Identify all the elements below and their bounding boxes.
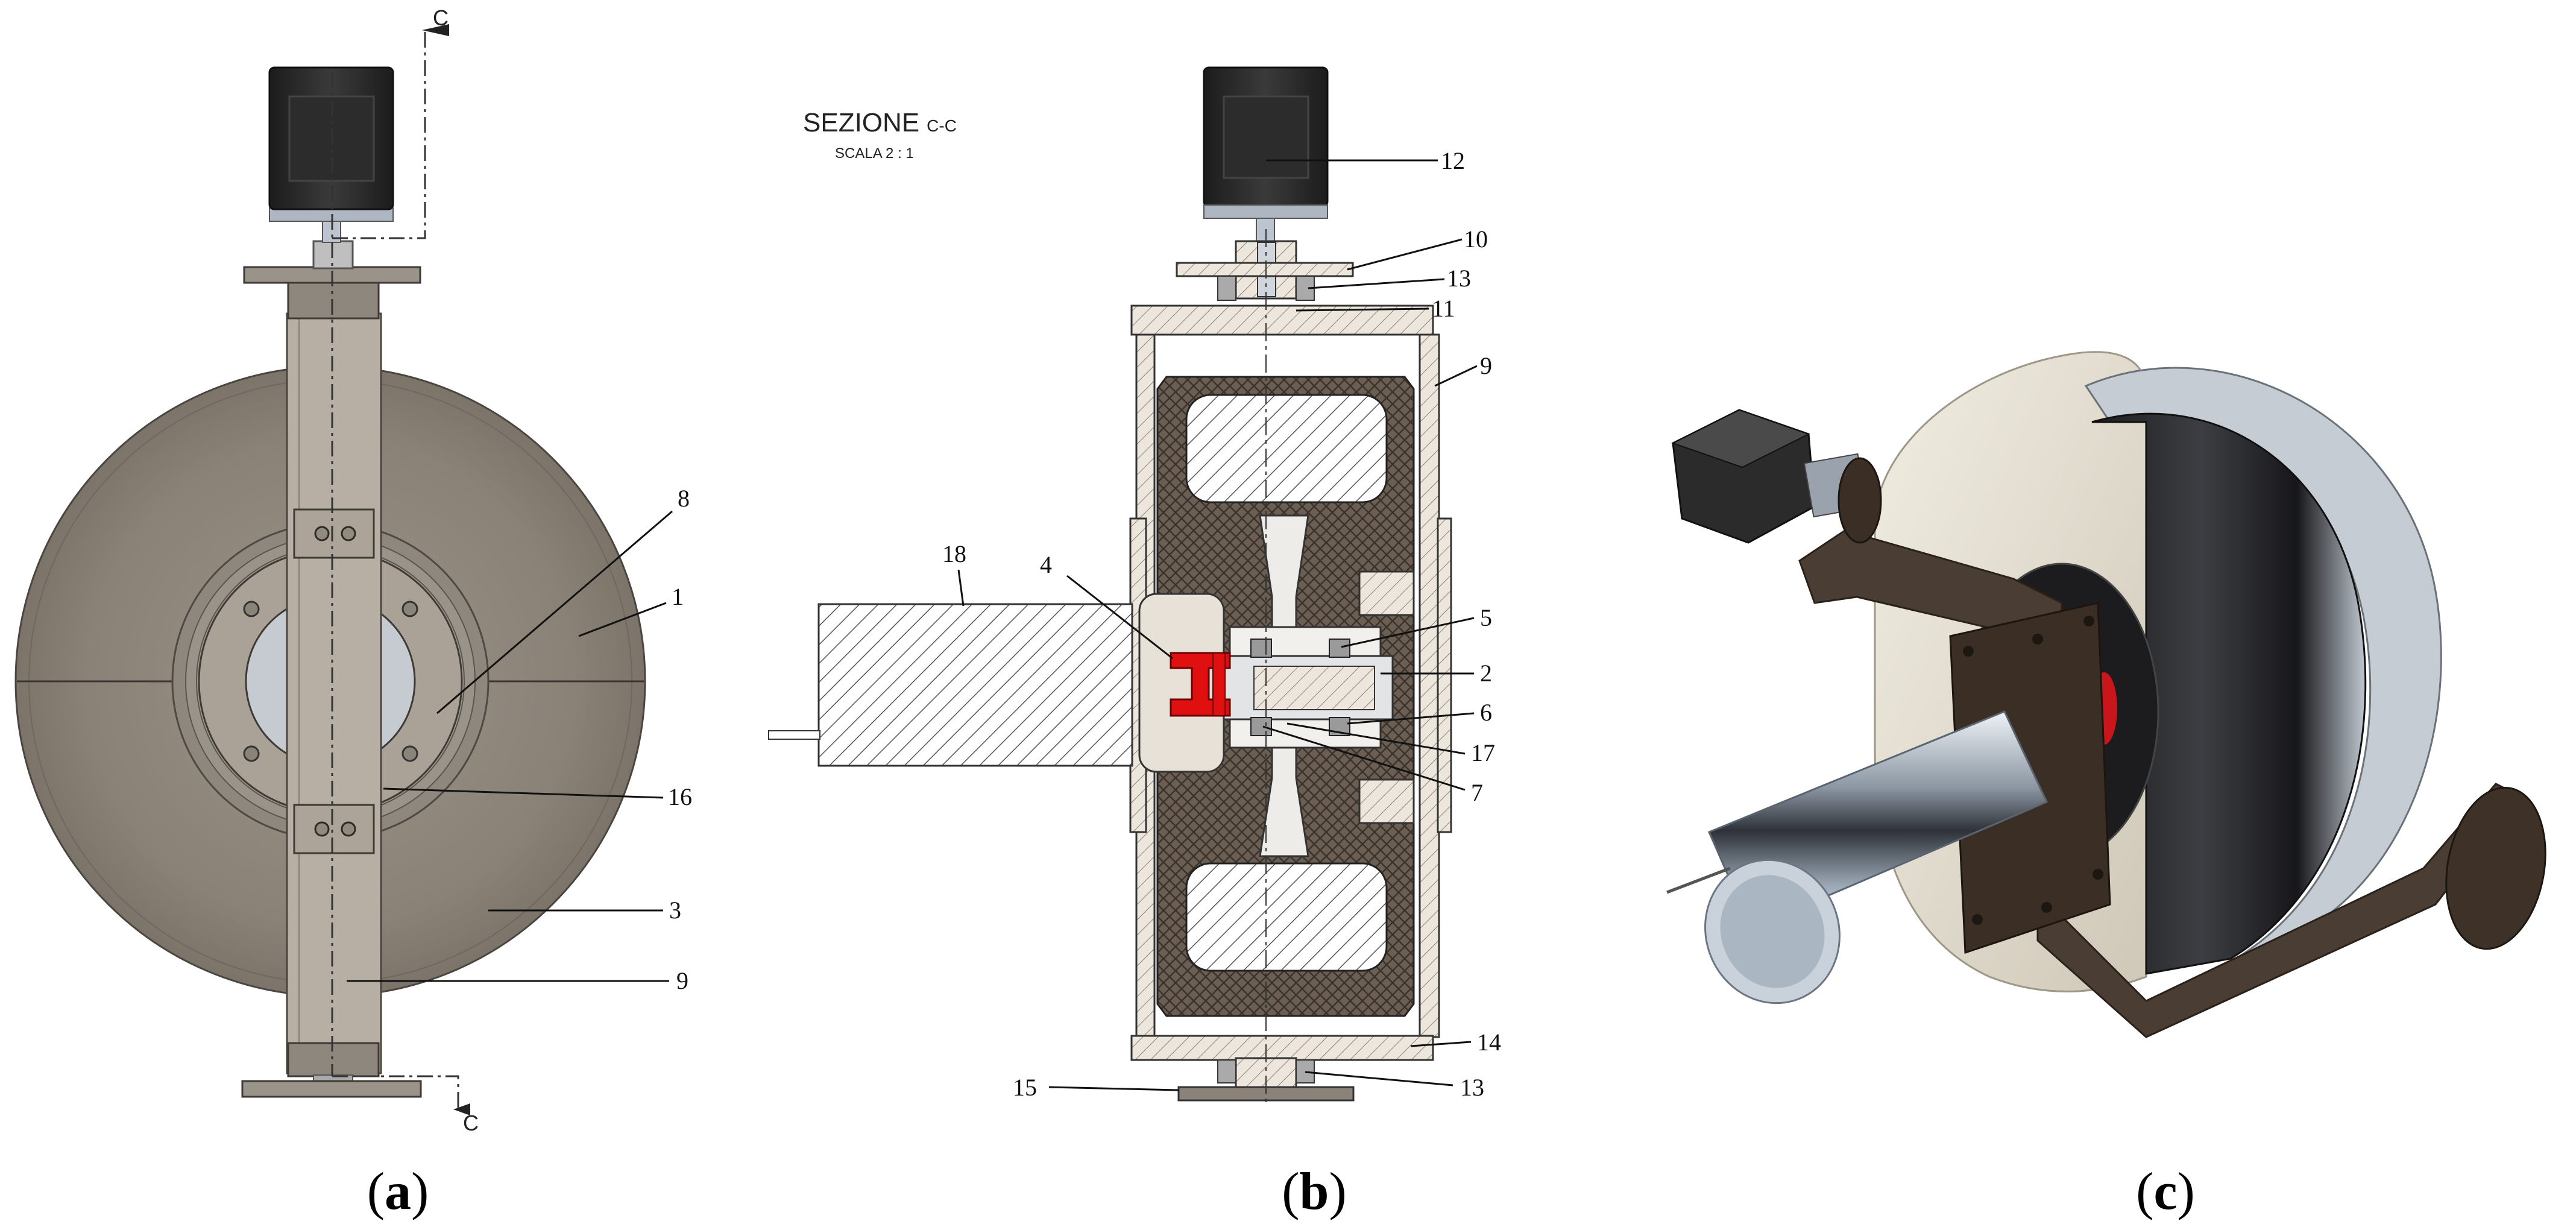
section-title-suffix: C-C bbox=[927, 116, 957, 135]
top-plate bbox=[1130, 304, 1434, 336]
frame-bolts bbox=[314, 526, 356, 837]
caption-b-letter: b bbox=[1300, 1162, 1329, 1221]
label-5: 5 bbox=[1480, 604, 1492, 631]
bearing-13b bbox=[1296, 1059, 1315, 1083]
label-13b: 13 bbox=[1460, 1074, 1484, 1101]
leader-1 bbox=[578, 602, 667, 637]
flange-4 bbox=[1138, 593, 1225, 773]
section-marker-top: C bbox=[433, 5, 449, 30]
label-11: 11 bbox=[1432, 295, 1455, 322]
label-1: 1 bbox=[672, 583, 684, 610]
label-10: 10 bbox=[1464, 226, 1488, 253]
input-shaft bbox=[817, 603, 1133, 767]
leader-5 bbox=[1341, 617, 1475, 648]
bottom-flange bbox=[241, 1080, 422, 1098]
hub-bolts bbox=[243, 601, 418, 762]
leader-17 bbox=[1286, 722, 1466, 755]
leader-16 bbox=[383, 787, 664, 799]
panel-b: SEZIONE C-C SCALA 2 : 1 bbox=[768, 66, 1501, 1221]
label-18: 18 bbox=[942, 540, 966, 567]
input-wire bbox=[768, 730, 820, 740]
shaft-end-inner bbox=[1720, 875, 1825, 988]
label-4: 4 bbox=[1040, 551, 1052, 578]
label-9: 9 bbox=[676, 967, 688, 994]
pocket-upper bbox=[1358, 570, 1415, 616]
label-14: 14 bbox=[1477, 1029, 1501, 1056]
frame-bar bbox=[286, 312, 382, 1074]
label-2: 2 bbox=[1480, 660, 1492, 687]
end-disc bbox=[2445, 786, 2546, 950]
upper-flange bbox=[1176, 262, 1354, 277]
flange-bolts bbox=[1963, 616, 2103, 925]
label-7: 7 bbox=[1471, 779, 1483, 806]
bottom-bearing bbox=[287, 1042, 380, 1077]
caption-a: (a) bbox=[367, 1162, 429, 1221]
caption-a-letter: a bbox=[385, 1162, 411, 1221]
section-scale: SCALA 2 : 1 bbox=[835, 145, 914, 162]
bottom-plate bbox=[1130, 1035, 1434, 1061]
label-16: 16 bbox=[668, 783, 692, 810]
label-12: 12 bbox=[1441, 147, 1465, 174]
leader-7 bbox=[1262, 725, 1466, 791]
motor-top bbox=[1671, 409, 1810, 468]
leader-10 bbox=[1347, 238, 1463, 271]
upper-mass bbox=[1185, 394, 1388, 503]
leader-4 bbox=[1066, 575, 1173, 660]
bearing-13b bbox=[1217, 1059, 1236, 1083]
shaft-wire bbox=[1666, 866, 1731, 894]
label-8: 8 bbox=[678, 485, 690, 512]
caption-b: (b) bbox=[1282, 1162, 1347, 1221]
section-arrow-top bbox=[422, 24, 449, 36]
section-marker-bottom: C bbox=[463, 1111, 479, 1135]
section-title-main: SEZIONE bbox=[803, 108, 919, 137]
caption-c-letter: c bbox=[2153, 1162, 2177, 1221]
motor-base bbox=[1203, 204, 1328, 219]
leader-13b bbox=[1305, 1071, 1453, 1086]
label-6: 6 bbox=[1480, 699, 1492, 726]
leader-6 bbox=[1347, 712, 1475, 725]
section-arrow-bottom bbox=[453, 1103, 470, 1115]
top-bearing bbox=[287, 281, 380, 320]
frame-bracket-top bbox=[293, 508, 375, 559]
frame-bracket-bottom bbox=[293, 804, 375, 854]
leader-14 bbox=[1410, 1041, 1472, 1047]
leader-18 bbox=[957, 569, 965, 607]
motor-face bbox=[1223, 95, 1309, 179]
label-3: 3 bbox=[669, 897, 681, 924]
bearing-13a bbox=[1217, 276, 1236, 301]
lower-mass bbox=[1185, 862, 1388, 972]
leader-9b bbox=[1434, 365, 1478, 387]
shaft-core bbox=[1253, 666, 1375, 710]
elastic-coupling-2 bbox=[1212, 652, 1226, 716]
leader-15 bbox=[1048, 1086, 1179, 1091]
section-title: SEZIONE C-C bbox=[803, 108, 957, 137]
label-13a: 13 bbox=[1447, 265, 1471, 292]
leader-8 bbox=[436, 510, 673, 714]
panel-a: C C 8 1 16 3 9 (a) bbox=[14, 5, 692, 1221]
leader-13a bbox=[1308, 278, 1445, 289]
label-15: 15 bbox=[1013, 1074, 1037, 1101]
label-9b: 9 bbox=[1480, 352, 1492, 379]
side-plate-right bbox=[1437, 517, 1452, 833]
dark-drum-face bbox=[2091, 412, 2367, 975]
leader-11 bbox=[1296, 308, 1429, 312]
label-17: 17 bbox=[1471, 739, 1495, 766]
motor-coupling bbox=[1838, 457, 1882, 544]
pocket-lower bbox=[1358, 778, 1415, 824]
panel-c: (c) bbox=[1666, 351, 2546, 1221]
caption-c: (c) bbox=[2136, 1162, 2195, 1221]
